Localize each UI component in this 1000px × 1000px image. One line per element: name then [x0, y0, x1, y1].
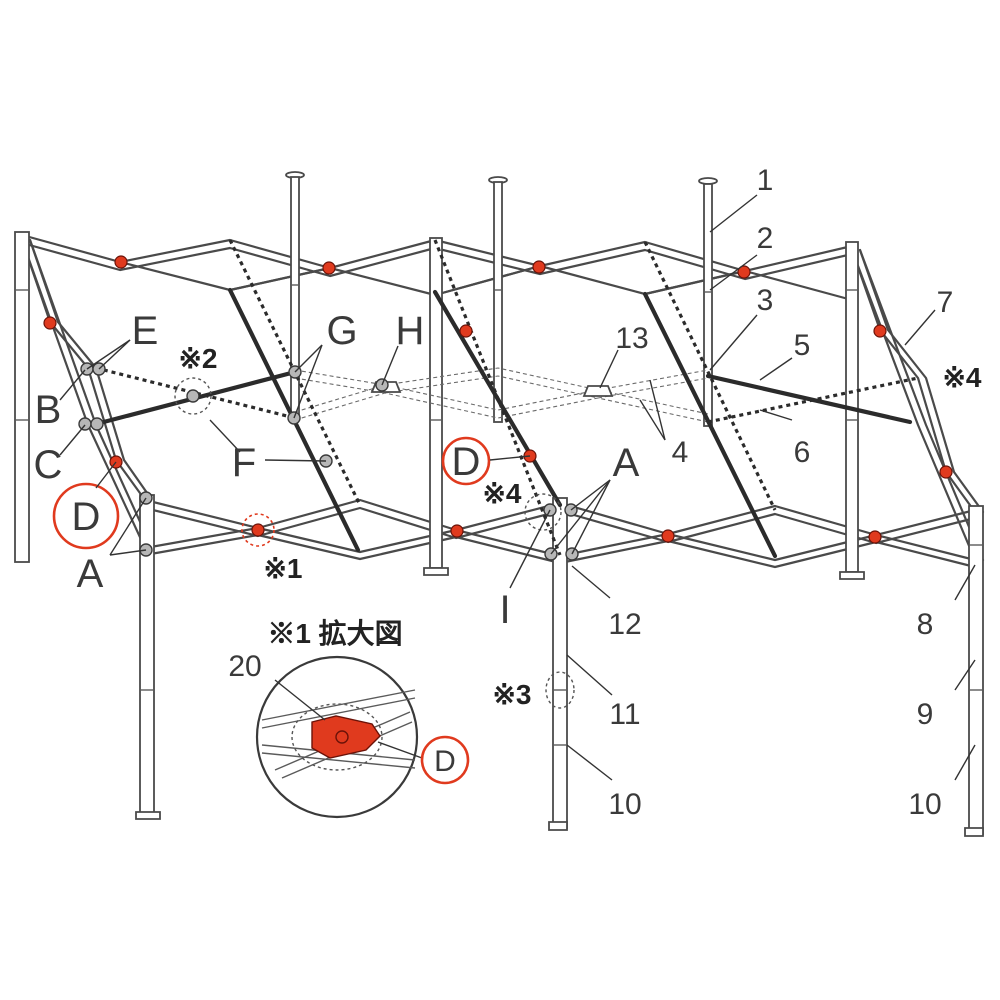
detail-1-marker — [241, 513, 275, 547]
label-i: I — [499, 588, 510, 632]
number-labels: 1 2 3 4 5 6 7 8 9 10 10 11 12 13 20 — [228, 164, 953, 821]
mark-3: ※3 — [492, 679, 531, 710]
red-joint — [450, 524, 464, 538]
label-d: D — [434, 745, 456, 778]
label-f: F — [232, 441, 256, 485]
red-joint — [873, 324, 887, 338]
red-joint — [251, 523, 265, 537]
label-a: A — [77, 552, 104, 596]
highlight-circles — [52, 377, 575, 709]
label-5: 5 — [794, 329, 811, 362]
label-1: 1 — [757, 164, 774, 197]
roof-connector — [582, 385, 614, 397]
red-joint — [43, 316, 57, 330]
label-d-circle — [420, 735, 470, 785]
mark-1: ※1 — [263, 553, 302, 584]
leader-lines — [59, 194, 976, 781]
mark-2: ※2 — [178, 343, 217, 374]
red-joint — [459, 324, 473, 338]
label-c: C — [34, 443, 63, 487]
label-10: 10 — [908, 788, 941, 821]
label-20: 20 — [228, 650, 261, 683]
red-joints — [43, 255, 953, 544]
label-3: 3 — [757, 284, 774, 317]
red-joint — [939, 465, 953, 479]
label-d: D — [72, 495, 101, 539]
red-joint — [737, 265, 751, 279]
label-10: 10 — [608, 788, 641, 821]
label-2: 2 — [757, 222, 774, 255]
detail-2-marker — [174, 377, 212, 415]
label-h: H — [396, 309, 425, 353]
letter-labels: E B C D A F G H D A I D — [34, 309, 640, 778]
red-joint — [322, 261, 336, 275]
label-d: D — [452, 440, 481, 484]
label-d-circle — [441, 436, 491, 486]
inset-title: ※1 拡大図 — [267, 618, 402, 649]
detail-inset — [255, 655, 470, 819]
label-4: 4 — [672, 436, 689, 469]
label-9: 9 — [917, 698, 934, 731]
mark-4: ※4 — [482, 478, 521, 509]
label-e: E — [132, 309, 159, 353]
label-12: 12 — [608, 608, 641, 641]
label-b: B — [35, 388, 62, 432]
red-joint — [661, 529, 675, 543]
detail-4-marker — [524, 493, 562, 531]
label-11: 11 — [609, 698, 640, 731]
detail-3-marker — [545, 671, 575, 709]
label-13: 13 — [615, 322, 648, 355]
red-joint — [114, 255, 128, 269]
label-6: 6 — [794, 436, 811, 469]
reference-marks: ※2 ※1 ※4 ※3 ※4 ※1 拡大図 — [178, 343, 981, 710]
label-7: 7 — [937, 286, 954, 319]
label-d-circle — [52, 482, 120, 550]
red-joint — [532, 260, 546, 274]
label-g: G — [326, 309, 357, 353]
center-poles — [285, 171, 718, 427]
right-side-truss — [850, 248, 985, 562]
label-a: A — [613, 441, 640, 485]
mark-4: ※4 — [942, 362, 981, 393]
label-8: 8 — [917, 608, 934, 641]
red-joint — [868, 530, 882, 544]
inner-roof-lattice — [294, 367, 709, 423]
